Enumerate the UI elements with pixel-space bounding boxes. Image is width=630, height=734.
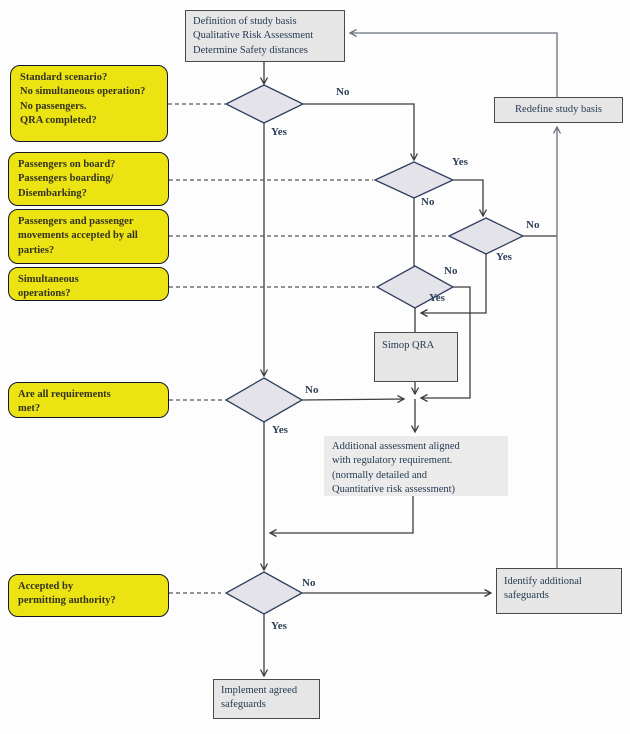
branch-label-d2-no: No (421, 196, 435, 208)
branch-label-d1-no: No (336, 86, 350, 98)
edge-redefine-to-definition (348, 28, 558, 97)
question-box-simultaneous-operations: Simultaneous operations? (8, 267, 169, 301)
decision-diamond-passengers-on-board (373, 161, 455, 199)
process-box-definition: Definition of study basis Qualitative Ri… (185, 10, 345, 62)
dashed-connectors (168, 103, 447, 594)
decision-diamonds (224, 84, 525, 615)
branch-label-d2-yes: Yes (452, 156, 468, 168)
question-box-passengers-accepted: Passengers and passenger movements accep… (8, 209, 169, 264)
process-box-identify-safeguards: Identify additional safeguards (496, 568, 622, 614)
decision-diamond-accepted-by-authority (224, 571, 304, 615)
branch-label-d4-no: No (444, 265, 458, 277)
edge-d3-yes-to-simop-line (419, 254, 487, 318)
decision-diamond-simultaneous-operations (375, 265, 455, 309)
process-box-additional-assessment: Additional assessment aligned with regul… (324, 436, 508, 496)
loop-edges (348, 28, 562, 568)
edge-d5-no-to-junction (301, 394, 406, 404)
edge-d2-yes-to-d3 (453, 179, 488, 218)
question-box-standard-scenario: Standard scenario? No simultaneous opera… (10, 65, 168, 142)
process-box-simop-qra: Simop QRA (374, 332, 458, 382)
process-box-redefine-study-basis: Redefine study basis (494, 97, 623, 123)
question-box-accepted-by-authority: Accepted by permitting authority? (8, 574, 169, 617)
question-box-requirements-met: Are all requirements met? (8, 382, 169, 418)
branch-label-d6-yes: Yes (271, 620, 287, 632)
edge-d1-no-to-d2 (303, 103, 419, 162)
branch-label-d6-no: No (302, 577, 316, 589)
decision-diamond-standard-scenario (224, 84, 305, 124)
branch-label-d1-yes: Yes (271, 126, 287, 138)
branch-label-d3-no: No (526, 219, 540, 231)
decision-diamond-passengers-accepted (447, 217, 525, 255)
branch-label-d3-yes: Yes (496, 251, 512, 263)
edge-additional-return (268, 496, 414, 538)
branch-label-d4-yes: Yes (429, 292, 445, 304)
question-box-passengers-on-board: Passengers on board? Passengers boarding… (8, 152, 169, 206)
process-box-implement-safeguards: Implement agreed safeguards (213, 679, 320, 719)
branch-label-d5-no: No (305, 384, 319, 396)
decision-diamond-requirements-met (224, 377, 304, 423)
branch-label-d5-yes: Yes (272, 424, 288, 436)
flow-edges (259, 62, 557, 678)
edge-d4-no-bypass (419, 286, 471, 403)
